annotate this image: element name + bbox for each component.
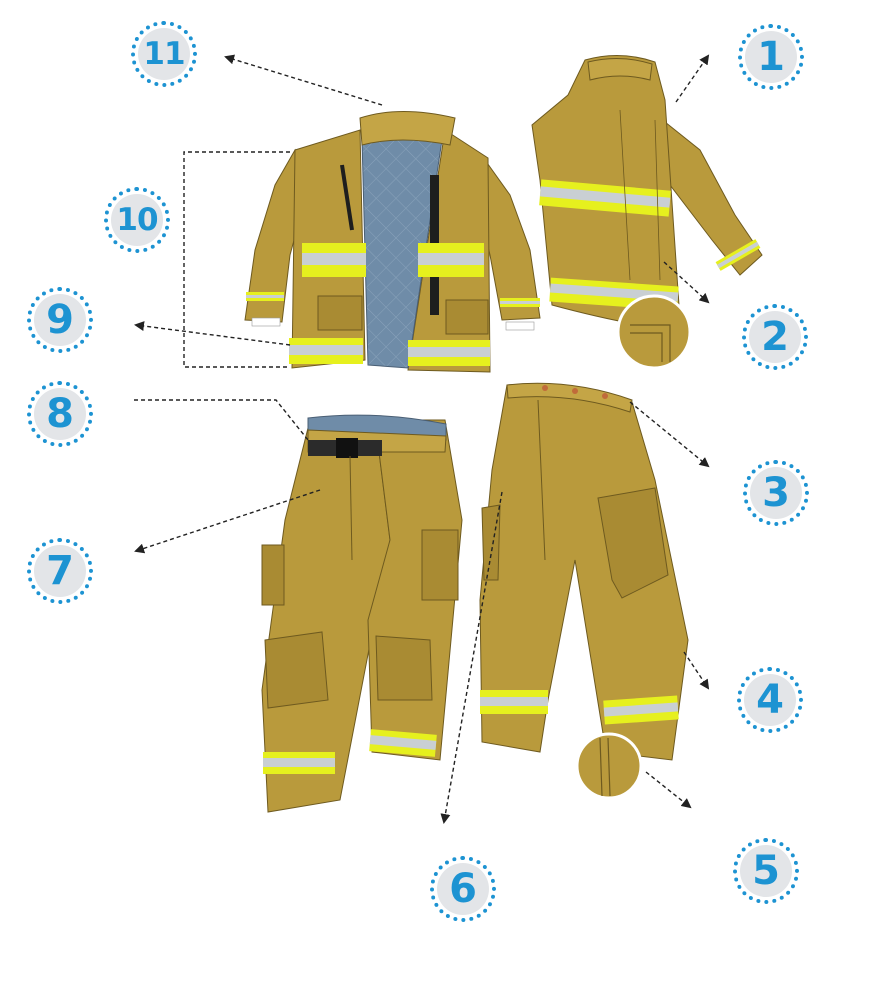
leader-9 — [134, 321, 291, 346]
badge-8: 8 — [27, 381, 93, 447]
badge-7-label: 7 — [34, 545, 86, 597]
leader-4 — [683, 651, 710, 690]
badge-3: 3 — [743, 460, 809, 526]
badge-2-label: 2 — [749, 311, 801, 363]
badge-2: 2 — [742, 304, 808, 370]
leader-11 — [224, 54, 383, 106]
leader-5 — [645, 771, 692, 809]
leader-1 — [675, 54, 710, 103]
badge-1-label: 1 — [745, 31, 797, 83]
jacket-back-illustration — [531, 54, 763, 326]
pants-back-illustration — [479, 382, 689, 761]
jacket-front-illustration — [244, 111, 541, 373]
badge-6-label: 6 — [437, 863, 489, 915]
badge-8-label: 8 — [34, 388, 86, 440]
leader-8 — [134, 399, 309, 441]
jacket-seam-detail — [616, 294, 692, 370]
badge-9: 9 — [27, 287, 93, 353]
callout-lines — [134, 54, 710, 824]
badge-5: 5 — [733, 838, 799, 904]
badge-4-label: 4 — [744, 674, 796, 726]
badge-10-label: 10 — [111, 194, 163, 246]
leader-3 — [629, 401, 710, 468]
leader-7 — [134, 489, 321, 554]
bracket-10 — [183, 151, 290, 368]
badge-3-label: 3 — [750, 467, 802, 519]
badge-1: 1 — [738, 24, 804, 90]
badge-7: 7 — [27, 538, 93, 604]
badge-6: 6 — [430, 856, 496, 922]
badge-11: 11 — [131, 21, 197, 87]
leader-2 — [663, 261, 710, 304]
pants-seam-detail — [575, 732, 643, 800]
badge-5-label: 5 — [740, 845, 792, 897]
pants-front-illustration — [261, 414, 463, 813]
badge-10: 10 — [104, 187, 170, 253]
badge-4: 4 — [737, 667, 803, 733]
badge-11-label: 11 — [138, 28, 190, 80]
badge-9-label: 9 — [34, 294, 86, 346]
